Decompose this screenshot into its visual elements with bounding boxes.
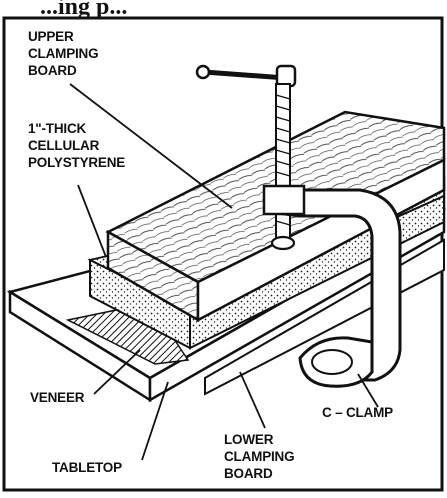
svg-text:BOARD: BOARD (224, 466, 273, 481)
label-upper-clamping-board: UPPER CLAMPING BOARD (28, 29, 99, 78)
label-tabletop: TABLETOP (52, 460, 122, 475)
label-lower-clamping-board: LOWER CLAMPING BOARD (224, 432, 295, 481)
leader-lines (69, 83, 379, 461)
svg-text:CLAMPING: CLAMPING (224, 449, 294, 464)
svg-text:1"-THICK: 1"-THICK (28, 121, 86, 136)
label-veneer: VENEER (30, 390, 85, 405)
label-polystyrene: 1"-THICK CELLULAR POLYSTYRENE (28, 121, 125, 170)
diagram-title-partial: ...ing p... (40, 0, 127, 20)
c-clamp-icon (195, 64, 402, 388)
svg-text:POLYSTYRENE: POLYSTYRENE (28, 155, 125, 170)
svg-text:CLAMPING: CLAMPING (28, 46, 98, 61)
label-c-clamp: C – CLAMP (322, 405, 393, 420)
svg-text:CELLULAR: CELLULAR (28, 138, 100, 153)
svg-text:BOARD: BOARD (28, 63, 77, 78)
svg-text:LOWER: LOWER (224, 432, 274, 447)
svg-text:UPPER: UPPER (28, 29, 74, 44)
